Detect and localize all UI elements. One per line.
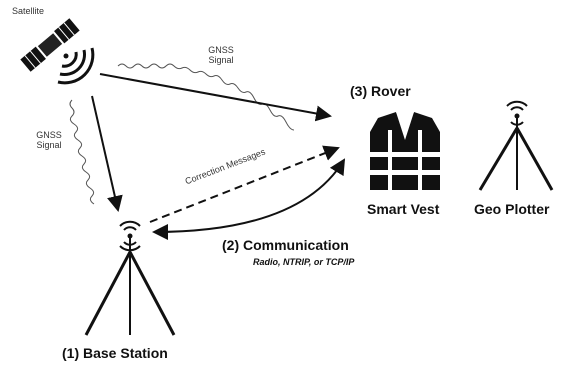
satellite-to-rover-arrow bbox=[99, 73, 332, 122]
safety-vest-icon bbox=[370, 112, 440, 190]
gnss-wave-top bbox=[117, 63, 295, 131]
tripod-base-icon bbox=[84, 220, 176, 336]
communication-label: (2) Communication bbox=[222, 237, 349, 253]
smart-vest-label: Smart Vest bbox=[367, 201, 440, 217]
gnss-top-line2: Signal bbox=[208, 54, 234, 65]
gnss-top-line1: GNSS bbox=[208, 45, 234, 55]
satellite-to-base-arrow bbox=[91, 95, 123, 212]
gnss-left-line1: GNSS bbox=[36, 130, 62, 140]
communication-methods-label: Radio, NTRIP, or TCP/IP bbox=[253, 257, 355, 267]
tripod-plotter-icon bbox=[478, 100, 554, 191]
satellite-icon bbox=[20, 18, 80, 72]
rover-label: (3) Rover bbox=[350, 83, 411, 99]
gnss-left-line2: Signal bbox=[36, 139, 62, 150]
base-station-label: (1) Base Station bbox=[62, 345, 168, 361]
gnss-wave-left bbox=[69, 99, 95, 205]
gnss-signal-top-label: GNSS Signal bbox=[196, 45, 246, 66]
geo-plotter-label: Geo Plotter bbox=[474, 201, 550, 217]
satellite-signal-icon bbox=[57, 47, 95, 85]
satellite-label: Satellite bbox=[12, 6, 45, 16]
communication-arrow bbox=[152, 158, 346, 240]
gnss-signal-left-label: GNSS Signal bbox=[24, 130, 74, 151]
